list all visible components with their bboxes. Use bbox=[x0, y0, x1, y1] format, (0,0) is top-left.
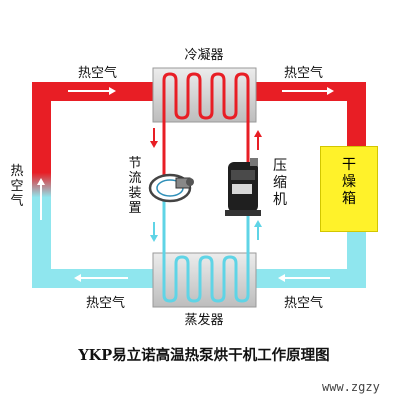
compressor-label: 压缩机 bbox=[273, 158, 287, 208]
condenser-box bbox=[152, 67, 257, 123]
refrigerant-arrow-up-hot bbox=[254, 130, 262, 150]
dryer-label: 干燥箱 bbox=[342, 157, 356, 207]
hot-air-arrow-top-left bbox=[68, 87, 116, 95]
hot-air-label-top-right: 热空气 bbox=[284, 66, 324, 81]
compressor bbox=[225, 158, 261, 216]
hot-air-arrow-top-right bbox=[282, 87, 334, 95]
air-arrow-bottom-right bbox=[278, 274, 330, 282]
refrigerant-arrow-down-cold bbox=[150, 222, 158, 242]
air-arrow-bottom-left bbox=[74, 274, 128, 282]
hot-air-label-top-left: 热空气 bbox=[78, 66, 118, 81]
condenser-label: 冷凝器 bbox=[184, 48, 224, 63]
hot-air-label-bottom-left: 热空气 bbox=[86, 296, 126, 311]
throttle-label: 节流装置 bbox=[128, 156, 142, 216]
evaporator-label: 蒸发器 bbox=[184, 313, 224, 328]
refrigerant-arrow-up-cold bbox=[254, 220, 262, 240]
hot-air-arrow-left bbox=[37, 178, 45, 220]
hot-air-label-left: 热空气 bbox=[10, 164, 24, 209]
refrigerant-arrow-down-hot bbox=[150, 128, 158, 148]
right-hot-duct bbox=[347, 82, 366, 148]
diagram-caption: YKP易立诺高温热泵烘干机工作原理图 bbox=[78, 347, 330, 364]
throttle-device bbox=[148, 173, 194, 203]
dryer-box: 干燥箱 bbox=[320, 146, 378, 232]
evaporator-box bbox=[152, 252, 257, 308]
watermark: www.zgzy bbox=[322, 380, 380, 394]
hot-air-label-bottom-right: 热空气 bbox=[284, 296, 324, 311]
condenser-coil bbox=[162, 72, 250, 122]
evaporator-coil bbox=[162, 253, 250, 303]
